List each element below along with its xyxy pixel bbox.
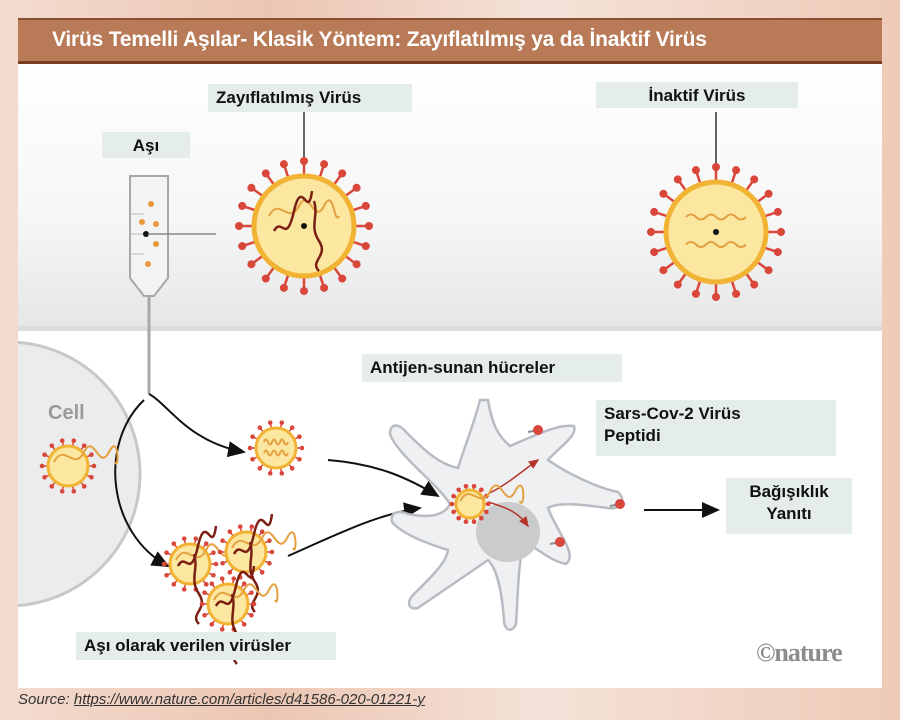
diagram-illustration	[18, 112, 785, 665]
peptide-line1: Sars-Cov-2 Virüs	[604, 404, 741, 423]
title-bar: Virüs Temelli Aşılar- Klasik Yöntem: Zay…	[18, 18, 882, 64]
inactivated-virus	[647, 163, 785, 301]
label-antigen-presenting-cells: Antijen-sunan hücreler	[362, 354, 622, 382]
sars-cov-2-peptide-1	[533, 425, 543, 435]
virus-in-apc	[449, 483, 525, 525]
source-prefix: Source:	[18, 691, 70, 708]
diagram-panel: Aşı Zayıflatılmış Virüs İnaktif Virüs An…	[18, 64, 882, 688]
nature-logo: ©nature	[756, 638, 843, 667]
given-virus-3	[199, 565, 279, 665]
virus-in-cell	[39, 438, 119, 494]
arrow-to-apc-2	[287, 502, 422, 557]
arrow-to-given-viruses	[114, 399, 170, 567]
given-virus-2	[217, 513, 297, 613]
sars-cov-2-peptide-2	[555, 537, 565, 547]
label-given-viruses: Aşı olarak verilen virüsler	[76, 632, 336, 660]
arrow-to-apc-1	[327, 459, 440, 498]
attenuated-virus	[235, 157, 373, 295]
immune-line1: Bağışıklık	[749, 482, 829, 501]
label-sars-cov-2-peptide: Sars-Cov-2 Virüs Peptidi	[596, 400, 836, 456]
label-cell: Cell	[48, 402, 85, 424]
arrow-to-cell-virus	[148, 393, 246, 458]
label-attenuated-virus: Zayıflatılmış Virüs	[208, 84, 412, 112]
label-vaccine: Aşı	[102, 132, 190, 158]
sars-cov-2-peptide-3	[615, 499, 625, 509]
source-link[interactable]: https://www.nature.com/articles/d41586-0…	[73, 691, 425, 708]
label-inactivated-virus: İnaktif Virüs	[596, 82, 798, 108]
source-line: Source: https://www.nature.com/articles/…	[18, 691, 425, 708]
immune-line2: Yanıtı	[766, 504, 812, 523]
syringe-icon	[129, 175, 216, 394]
vaccine-virus-in-transit	[247, 420, 305, 476]
peptide-line2: Peptidi	[604, 426, 661, 445]
label-immune-response: Bağışıklık Yanıtı	[726, 478, 852, 534]
page-title: Virüs Temelli Aşılar- Klasik Yöntem: Zay…	[52, 28, 707, 51]
given-virus-1	[161, 525, 241, 625]
